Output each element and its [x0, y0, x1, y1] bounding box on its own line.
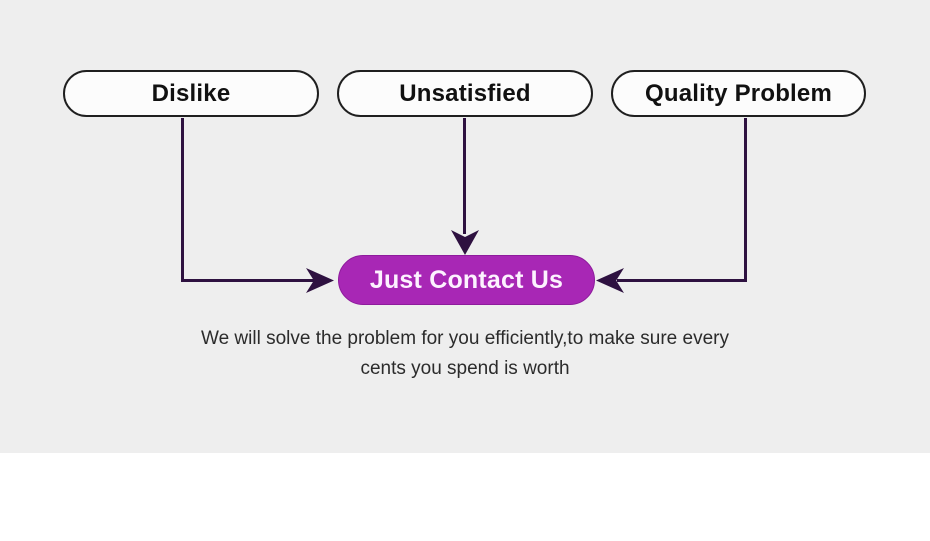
- arrow-dislike-horizontal-line: [181, 279, 314, 282]
- description-text: We will solve the problem for you effici…: [0, 324, 930, 384]
- arrow-dislike-vertical-line: [181, 118, 184, 282]
- node-dislike-label: Dislike: [151, 79, 231, 107]
- arrow-quality-problem-vertical-line: [744, 118, 747, 282]
- just-contact-us-label: Just Contact Us: [369, 265, 564, 294]
- description-line-2: cents you spend is worth: [360, 358, 570, 379]
- diagram-background-panel: Dislike Unsatisfied Quality Problem Just…: [0, 0, 930, 453]
- node-quality-problem: Quality Problem: [611, 70, 866, 117]
- description-line-1: We will solve the problem for you effici…: [200, 328, 729, 349]
- node-unsatisfied-label: Unsatisfied: [399, 79, 531, 107]
- arrow-unsatisfied-vertical-line: [463, 118, 466, 234]
- white-footer-strip: [0, 453, 930, 541]
- node-quality-problem-label: Quality Problem: [644, 79, 833, 107]
- node-unsatisfied: Unsatisfied: [337, 70, 593, 117]
- node-dislike: Dislike: [63, 70, 319, 117]
- arrow-quality-problem-horizontal-line: [617, 279, 747, 282]
- just-contact-us-button[interactable]: Just Contact Us: [338, 255, 595, 305]
